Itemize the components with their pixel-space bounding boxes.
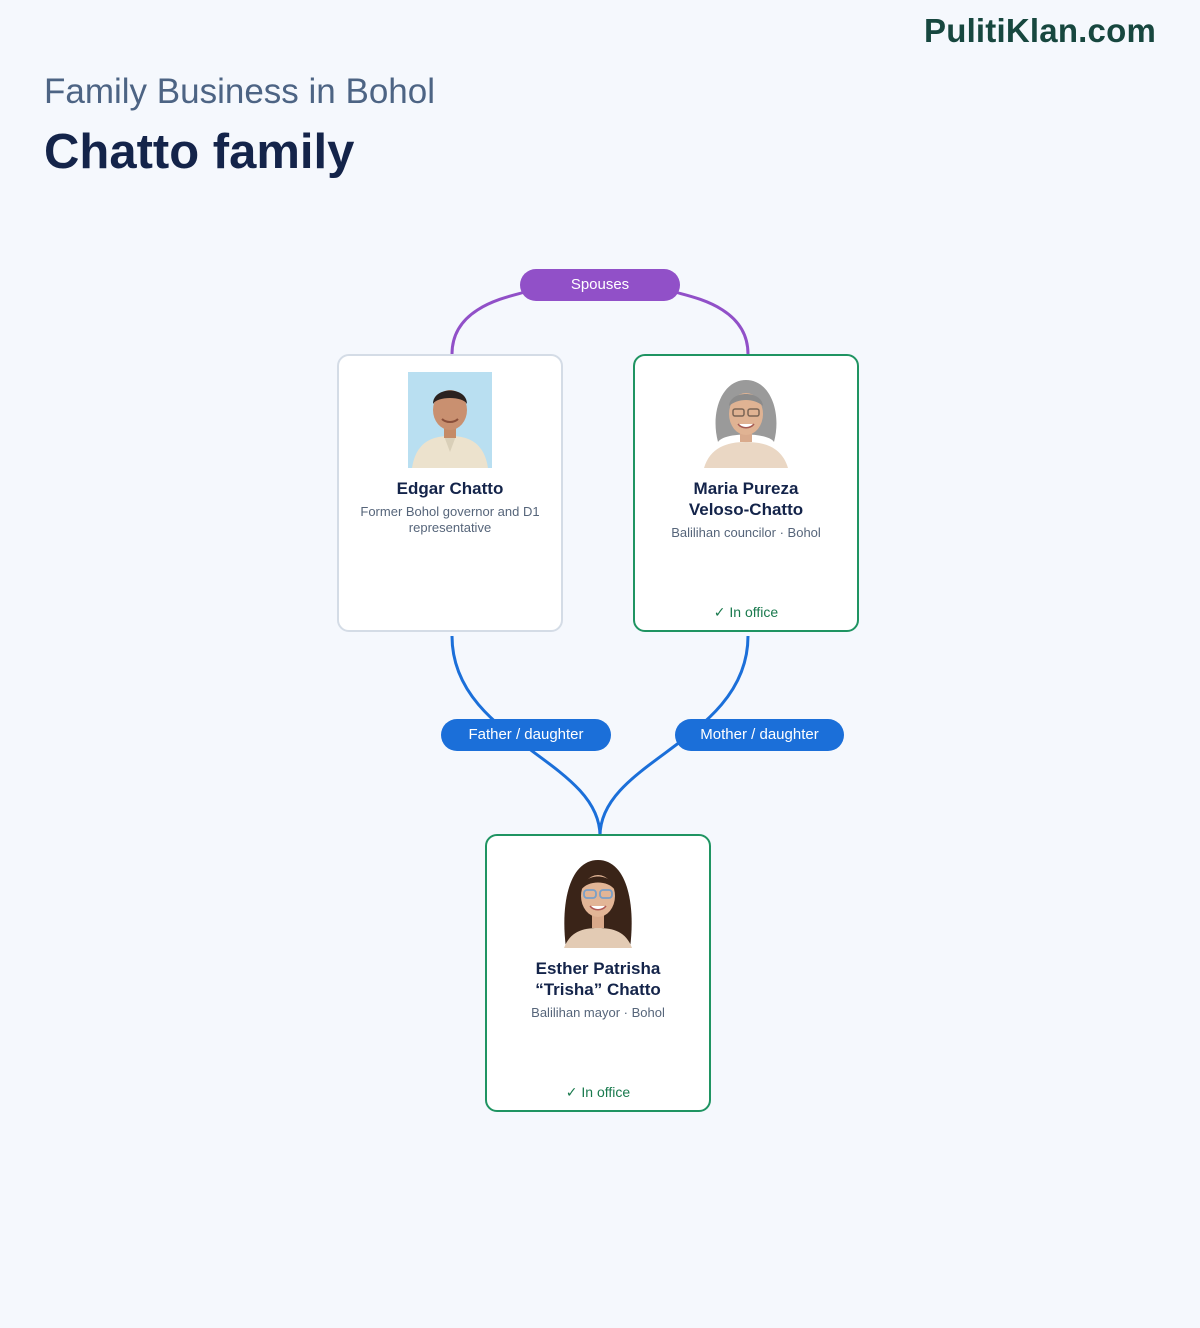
- brand-logo[interactable]: PulitiKlan.com: [924, 12, 1156, 49]
- in-office-status: ✓ In office: [565, 1084, 631, 1100]
- mother-daughter-connector: [598, 635, 750, 837]
- spouse-connector-left: [450, 288, 532, 355]
- person-role: Balilihan councilor · Bohol: [671, 525, 821, 540]
- in-office-status: ✓ In office: [713, 604, 779, 620]
- person-photo-icon: [408, 372, 492, 468]
- person-name-line1: Esther Patrisha: [535, 959, 661, 978]
- spouses-label: Spouses: [520, 269, 680, 301]
- person-name-line2: Veloso-Chatto: [688, 500, 804, 519]
- father-daughter-label: Father / daughter: [441, 719, 611, 751]
- page-title: Chatto family: [44, 125, 355, 179]
- person-photo-icon: [704, 372, 788, 468]
- person-name: Edgar Chatto: [396, 479, 504, 498]
- page-subtitle: Family Business in Bohol: [44, 72, 435, 111]
- mother-daughter-label: Mother / daughter: [675, 719, 844, 751]
- person-name: Esther Patrisha “Trisha” Chatto: [497, 958, 699, 1000]
- person-role: Balilihan mayor · Bohol: [531, 1005, 665, 1020]
- person-card-maria-pureza-veloso-chatto[interactable]: Maria Pureza Veloso-Chatto Balilihan cou…: [633, 354, 859, 632]
- spouse-connector-right: [668, 288, 750, 355]
- person-name: Maria Pureza Veloso-Chatto: [645, 478, 847, 520]
- person-name-line1: Maria Pureza: [693, 479, 799, 498]
- person-card-esther-patrisha-chatto[interactable]: Esther Patrisha “Trisha” Chatto Baliliha…: [485, 834, 711, 1112]
- person-role: Former Bohol governor and D1 representat…: [360, 504, 540, 535]
- person-name-line2: “Trisha” Chatto: [535, 980, 661, 999]
- person-card-edgar-chatto[interactable]: Edgar Chatto Former Bohol governor and D…: [337, 354, 563, 632]
- person-photo-icon: [556, 852, 640, 948]
